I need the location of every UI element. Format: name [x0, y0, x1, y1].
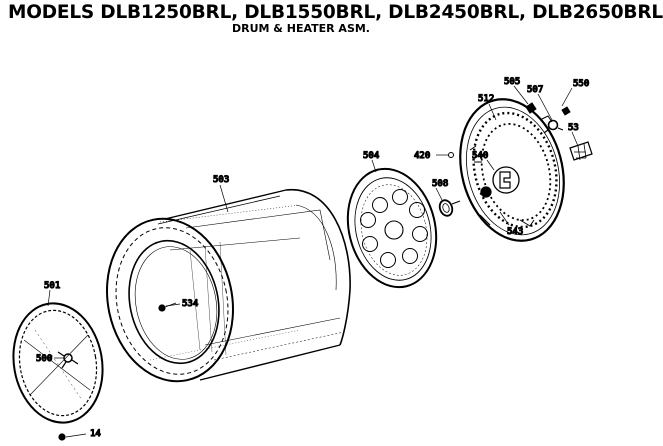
label-534: 534: [182, 299, 198, 309]
label-420: 420: [414, 151, 430, 161]
drum-back-504: [346, 167, 438, 289]
label-501: 501: [44, 281, 60, 291]
screw-14: [58, 433, 66, 441]
label-53: 53: [568, 123, 579, 133]
label-504: 504: [363, 151, 379, 161]
label-512: 512: [478, 94, 494, 104]
label-550: 550: [573, 79, 589, 89]
label-508: 508: [432, 179, 448, 189]
label-503: 503: [213, 175, 229, 185]
leader-lines: [47, 85, 579, 438]
parts-diagram-page: MODELS DLB1250BRL, DLB1550BRL, DLB2450BR…: [8, 2, 663, 441]
label-500: 500: [36, 354, 52, 364]
drum-503: [106, 189, 351, 383]
exploded-view-drawing: 501 500 14 503 534 504 508 420 512 505 5…: [12, 76, 593, 441]
label-543: 543: [507, 227, 523, 237]
screw-534: [158, 302, 177, 312]
clip-508: [438, 199, 461, 217]
front-ring-501: [12, 302, 104, 424]
clip-420: [448, 152, 454, 158]
thermostat-53: [569, 141, 593, 161]
label-14: 14: [90, 429, 101, 439]
screw-505: [525, 102, 537, 114]
assembly-subtitle: DRUM & HEATER ASM.: [232, 22, 370, 35]
fuse-507: [543, 119, 564, 134]
label-505: 505: [504, 77, 520, 87]
felt-seal-500: [57, 351, 79, 369]
screw-550: [561, 106, 571, 116]
label-507: 507: [527, 85, 543, 95]
models-title: MODELS DLB1250BRL, DLB1550BRL, DLB2450BR…: [8, 2, 663, 23]
label-540: 540: [472, 151, 488, 161]
